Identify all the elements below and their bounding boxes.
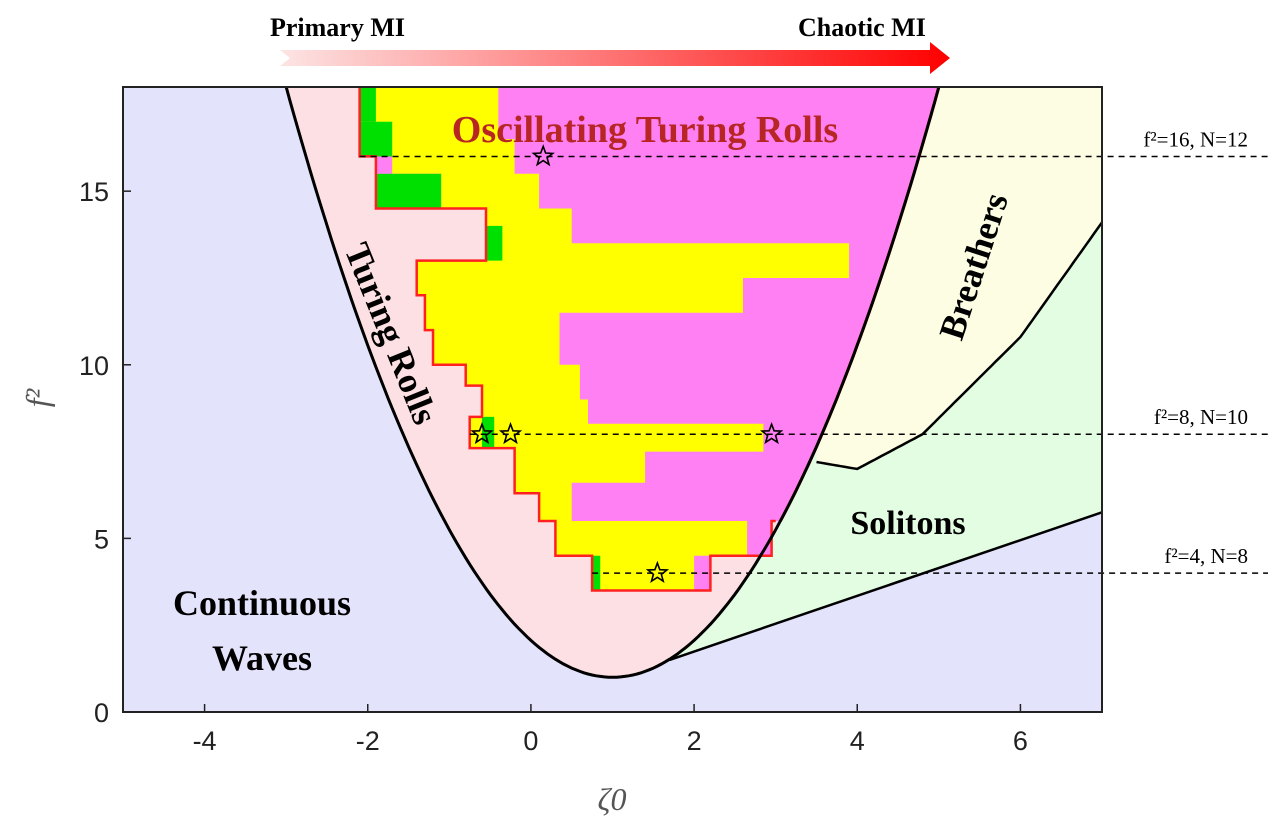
continuous-label-line2: Waves: [212, 638, 312, 678]
green-patch: [486, 225, 503, 261]
axes: -4 -2 0 2 4 6 0 5 10 15: [79, 177, 1028, 756]
slice-label: f²=16, N=12: [1143, 127, 1248, 151]
x-tick-label: -4: [193, 726, 217, 756]
x-tick-label: -2: [356, 726, 380, 756]
star-marker: [498, 421, 523, 445]
y-tick-label: 10: [79, 351, 109, 381]
x-tick-label: 6: [1013, 726, 1028, 756]
solitons-region: [669, 222, 1102, 660]
green-patch: [359, 87, 376, 122]
x-tick-label: 2: [687, 726, 702, 756]
mi-arrow-shape: [280, 42, 950, 74]
plot-overlay: f²=16, N=12 f²=8, N=10 f²=4, N=8: [359, 127, 1268, 584]
mi-arrow: [280, 42, 950, 74]
green-patch: [359, 121, 393, 157]
x-axis-label: ζ0: [598, 781, 627, 817]
oscillating-label: Oscillating Turing Rolls: [452, 109, 838, 151]
y-axis-label: f²: [19, 387, 55, 407]
y-tick-label: 15: [79, 177, 109, 207]
star-marker: [645, 560, 670, 584]
primary-mi-label: Primary MI: [270, 13, 405, 42]
star-marker: [470, 421, 494, 445]
continuous-label-line1: Continuous: [173, 583, 351, 623]
slice-label: f²=4, N=8: [1164, 544, 1248, 568]
star-marker: [531, 144, 555, 167]
green-patch: [375, 173, 442, 209]
oscillating-boundary-line: [358, 87, 776, 592]
y-tick-label: 5: [94, 524, 109, 554]
star-marker: [759, 421, 784, 445]
yellow-region: [359, 87, 850, 591]
breathers-region: [816, 87, 1102, 469]
soliton-breather-curve: [816, 221, 1102, 471]
x-tick-label: 0: [523, 726, 538, 756]
chaotic-mi-label: Chaotic MI: [798, 13, 926, 42]
y-tick-label: 0: [94, 698, 109, 728]
slice-label: f²=8, N=10: [1154, 405, 1248, 429]
plot-area: [123, 87, 1102, 712]
solitons-label: Solitons: [850, 505, 965, 542]
mi-parabola-curve: [284, 87, 941, 679]
soliton-lower-curve: [669, 511, 1102, 662]
plot-frame: [122, 86, 1103, 713]
x-tick-label: 4: [850, 726, 865, 756]
